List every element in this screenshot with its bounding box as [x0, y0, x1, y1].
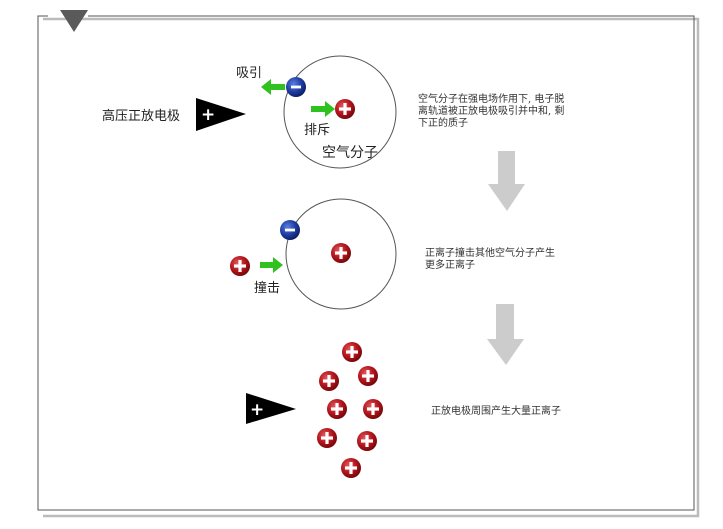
- electron: [286, 77, 306, 97]
- frame: [37, 10, 700, 518]
- arrow-down-icon: [488, 151, 525, 211]
- collide-arrow-icon: [260, 257, 283, 273]
- positive-ion: [358, 366, 378, 386]
- step-2-desc-line-1: 正离子撞击其他空气分子产生: [425, 246, 555, 259]
- positive-ion: [363, 399, 383, 419]
- positive-ion: [327, 399, 347, 419]
- step-2-desc-line-2: 更多正离子: [425, 258, 475, 271]
- step-2: 撞击 正离子撞击其他空气分子产生 更多正离子: [230, 198, 555, 310]
- air-molecule-orbit: [285, 198, 397, 310]
- high-voltage-electrode-label: 高压正放电极: [102, 108, 180, 124]
- air-molecule-label: 空气分子: [322, 145, 378, 161]
- electrode-plus: +: [250, 400, 264, 420]
- incoming-proton: [230, 256, 250, 276]
- repel-arrow-icon: [311, 101, 335, 117]
- step-1-desc-line-2: 离轨道被正放电极吸引并中和, 剩: [418, 104, 564, 117]
- electron: [280, 220, 300, 240]
- proton: [331, 243, 351, 263]
- electrode-plus: +: [201, 105, 215, 125]
- collide-label: 撞击: [254, 281, 280, 296]
- electrode: +: [246, 393, 296, 424]
- electrode: +: [196, 98, 246, 131]
- repel-label: 排斥: [304, 123, 330, 138]
- triangle-down-icon: [60, 10, 88, 32]
- step-1-desc-line-3: 下正的质子: [418, 116, 468, 129]
- step-3: + 正放电极周围产生大量正离子: [246, 342, 561, 478]
- positive-ion: [341, 458, 361, 478]
- positive-ion: [357, 431, 377, 451]
- positive-ion: [319, 371, 339, 391]
- positive-ion: [317, 428, 337, 448]
- arrow-down-icon: [487, 304, 524, 365]
- step-1-desc-line-1: 空气分子在强电场作用下, 电子脱: [418, 92, 564, 105]
- attract-label: 吸引: [236, 66, 262, 81]
- attract-arrow-icon: [261, 79, 285, 95]
- step-3-desc-line-1: 正放电极周围产生大量正离子: [431, 404, 561, 417]
- step-1: 吸引 排斥 空气分子 高压正放电极 + 空气分子在强电场作用下, 电子脱 离轨道…: [102, 55, 564, 169]
- air-molecule-orbit: [283, 55, 397, 169]
- proton: [335, 99, 355, 119]
- positive-ion: [342, 342, 362, 362]
